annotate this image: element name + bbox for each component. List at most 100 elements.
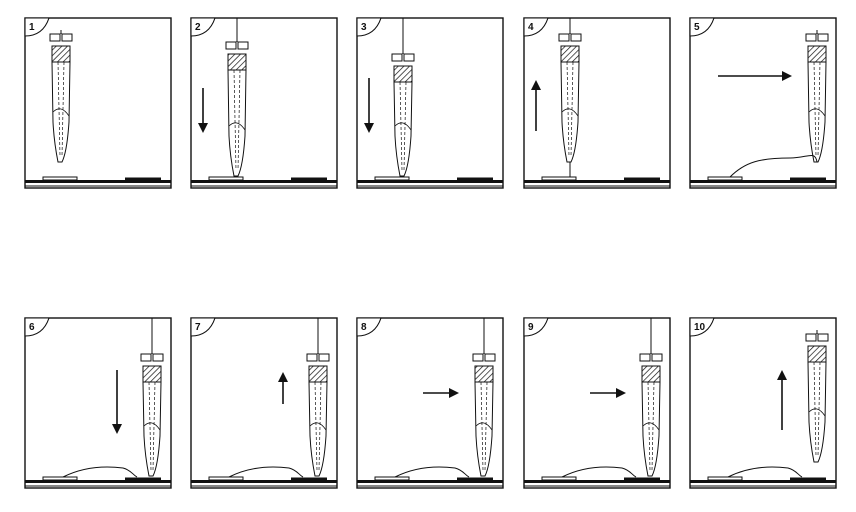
motion-arrow-head-10 xyxy=(777,370,787,380)
transducer-collar xyxy=(474,365,494,383)
step-number-tab xyxy=(24,317,50,337)
lead-finger xyxy=(457,477,493,480)
substrate-base xyxy=(191,180,337,183)
capillary-taper-line xyxy=(642,422,660,431)
wire-clamp-left xyxy=(391,53,403,62)
lead-finger xyxy=(291,477,327,480)
wire-clamp-left xyxy=(49,33,61,42)
wire-clamp-right xyxy=(651,353,663,362)
step-number-tab xyxy=(356,317,382,337)
transducer-collar xyxy=(308,365,328,383)
capillary-taper-line xyxy=(228,122,246,131)
capillary-body xyxy=(142,381,162,477)
panel-2: 2 xyxy=(190,17,338,189)
lead-finger xyxy=(790,477,826,480)
capillary-taper-line xyxy=(394,122,412,131)
bonded-wire xyxy=(561,466,637,478)
transducer-collar xyxy=(560,45,580,63)
bond-pad xyxy=(374,176,410,181)
wire-clamp-right xyxy=(817,33,829,42)
bonded-wire xyxy=(394,466,470,478)
substrate-base xyxy=(191,480,337,483)
transducer-collar xyxy=(51,45,71,63)
capillary-body xyxy=(807,61,827,163)
capillary-taper-line xyxy=(143,422,161,431)
step-number-label: 10 xyxy=(694,322,706,333)
step-number-label: 9 xyxy=(528,322,534,333)
capillary-body xyxy=(641,381,661,477)
capillary-taper-line xyxy=(561,108,579,117)
substrate-base xyxy=(690,180,836,183)
capillary-bore-right xyxy=(237,69,241,171)
bond-pad xyxy=(208,176,244,181)
motion-arrow-head-5 xyxy=(782,71,792,81)
panel-3: 3 xyxy=(356,17,504,189)
capillary-body xyxy=(474,381,494,477)
substrate-base xyxy=(357,180,503,183)
substrate-base xyxy=(524,180,670,183)
step-number-tab xyxy=(190,17,216,37)
capillary-taper-line xyxy=(808,408,826,417)
panel-5: 5 xyxy=(689,17,837,189)
capillary-body xyxy=(51,61,71,163)
bond-pad xyxy=(42,476,78,481)
panel-frame xyxy=(190,17,338,189)
bond-pad xyxy=(374,476,410,481)
capillary-bore-right xyxy=(817,361,821,457)
lead-finger xyxy=(624,177,660,180)
bond-pad xyxy=(541,476,577,481)
capillary-taper-line xyxy=(309,422,327,431)
capillary-bore-left xyxy=(233,69,237,171)
motion-arrow-head-9 xyxy=(616,388,626,398)
bond-pad xyxy=(42,176,78,181)
lead-finger xyxy=(790,177,826,180)
lead-finger xyxy=(291,177,327,180)
motion-arrow-head-6 xyxy=(112,424,122,434)
step-number-tab xyxy=(190,317,216,337)
step-number-label: 5 xyxy=(694,22,700,33)
bonded-wire xyxy=(228,466,304,478)
step-number-tab xyxy=(689,17,715,37)
panel-frame xyxy=(523,17,671,189)
motion-arrow-head-2 xyxy=(198,123,208,133)
bonded-wire xyxy=(62,466,138,478)
wire-clamp-right xyxy=(237,41,249,50)
wire-clamp-left xyxy=(225,41,237,50)
panel-7: 7 xyxy=(190,317,338,489)
panel-frame xyxy=(24,17,172,189)
step-number-label: 8 xyxy=(361,322,367,333)
capillary-taper-line xyxy=(808,108,826,117)
wire-clamp-right xyxy=(570,33,582,42)
step-number-label: 2 xyxy=(195,22,201,33)
wire-clamp-right xyxy=(152,353,164,362)
transducer-collar xyxy=(227,53,247,71)
wire-clamp-left xyxy=(472,353,484,362)
capillary-taper-line xyxy=(52,108,70,117)
wire-clamp-left xyxy=(805,33,817,42)
wire-clamp-left xyxy=(306,353,318,362)
step-number-label: 4 xyxy=(528,22,534,33)
motion-arrow-head-8 xyxy=(449,388,459,398)
capillary-taper-line xyxy=(475,422,493,431)
step-number-tab xyxy=(523,317,549,337)
step-number-tab xyxy=(523,17,549,37)
lead-finger xyxy=(125,177,161,180)
capillary-bore-right xyxy=(61,61,65,157)
wire-clamp-right xyxy=(484,353,496,362)
step-number-label: 1 xyxy=(29,22,35,33)
step-number-tab xyxy=(689,317,715,337)
transducer-collar xyxy=(807,345,827,363)
transducer-collar xyxy=(807,45,827,63)
lead-finger xyxy=(125,477,161,480)
step-number-tab xyxy=(356,17,382,37)
step-number-label: 7 xyxy=(195,322,201,333)
wire-clamp-right xyxy=(318,353,330,362)
capillary-body xyxy=(308,381,328,477)
panel-4: 4 xyxy=(523,17,671,189)
bond-pad xyxy=(707,176,743,181)
wire-clamp-left xyxy=(639,353,651,362)
capillary-body xyxy=(560,61,580,163)
substrate-base xyxy=(690,480,836,483)
panel-10: 10 xyxy=(689,317,837,489)
